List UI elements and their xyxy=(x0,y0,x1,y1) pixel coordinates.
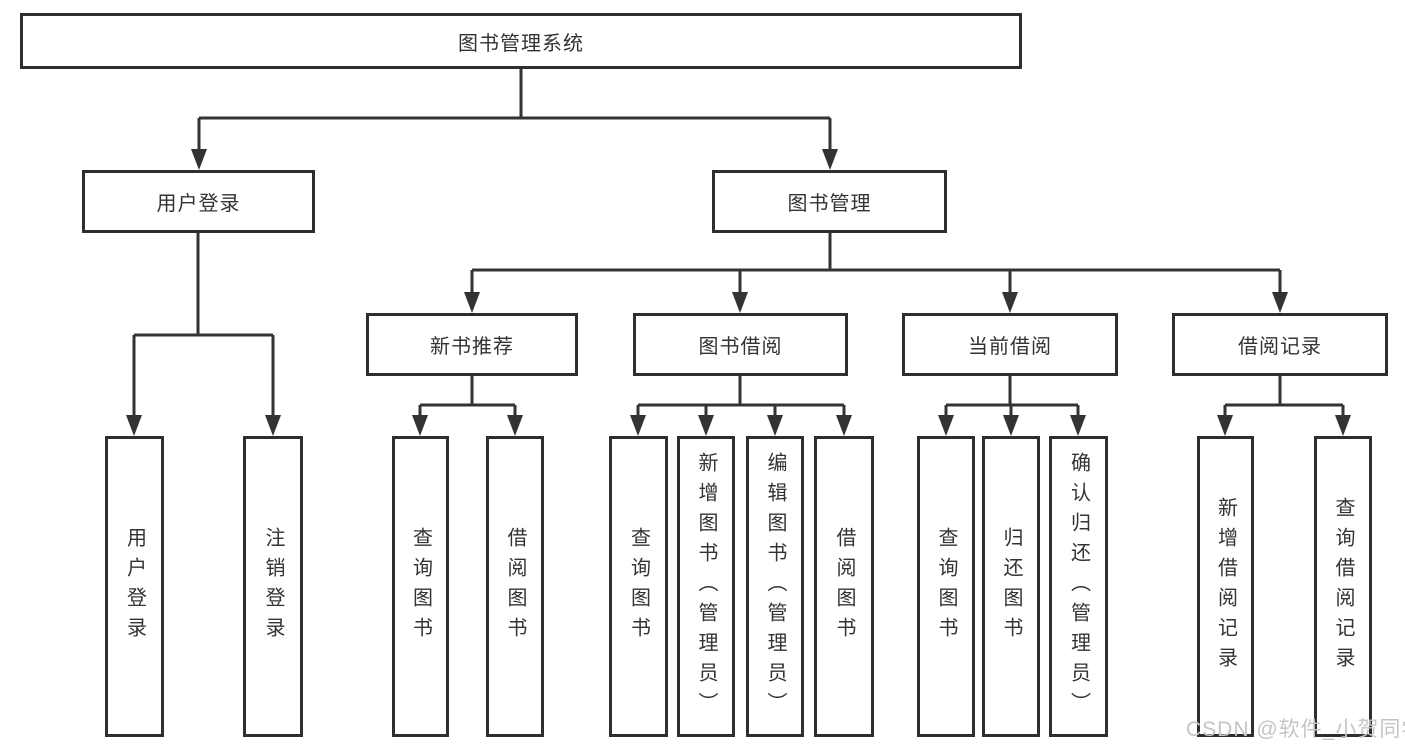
node-user-login: 用户登录 xyxy=(82,170,315,233)
leaf-query-borrow-record-label: 查询借阅记录 xyxy=(1332,496,1354,677)
arrowhead xyxy=(507,415,523,436)
leaf-borrow-books-label: 借阅图书 xyxy=(833,526,855,647)
arrowhead xyxy=(732,292,748,313)
leaf-user-login: 用户登录 xyxy=(105,436,164,737)
arrowhead xyxy=(191,149,207,170)
arrowhead xyxy=(767,415,783,436)
arrowhead xyxy=(698,415,714,436)
leaf-edit-books-admin: 编辑图书（管理员） xyxy=(746,436,804,737)
leaf-new-borrow-books: 借阅图书 xyxy=(486,436,544,737)
leaf-borrow-books: 借阅图书 xyxy=(814,436,874,737)
arrowhead xyxy=(412,415,428,436)
arrowhead xyxy=(630,415,646,436)
leaf-new-query-books: 查询图书 xyxy=(392,436,449,737)
leaf-add-books-admin-label: 新增图书（管理员） xyxy=(695,451,717,722)
arrowhead xyxy=(1335,415,1351,436)
leaf-add-borrow-record-label: 新增借阅记录 xyxy=(1214,496,1237,677)
node-library-system: 图书管理系统 xyxy=(20,13,1022,69)
leaf-user-login-label: 用户登录 xyxy=(123,526,146,647)
arrowhead xyxy=(836,415,852,436)
leaf-new-query-books-label: 查询图书 xyxy=(409,526,432,647)
leaf-add-borrow-record: 新增借阅记录 xyxy=(1197,436,1254,737)
arrowhead xyxy=(1002,292,1018,313)
arrowhead xyxy=(126,415,142,436)
node-new-book-recommend: 新书推荐 xyxy=(366,313,578,376)
arrowhead xyxy=(1070,415,1086,436)
node-user-login-label: 用户登录 xyxy=(156,193,241,215)
node-new-book-recommend-label: 新书推荐 xyxy=(430,336,514,358)
leaf-current-query-books: 查询图书 xyxy=(917,436,975,737)
node-library-system-label: 图书管理系统 xyxy=(458,32,584,55)
leaf-return-books: 归还图书 xyxy=(982,436,1040,737)
node-book-management-label: 图书管理 xyxy=(787,193,872,215)
leaf-logout: 注销登录 xyxy=(243,436,303,737)
leaf-add-books-admin: 新增图书（管理员） xyxy=(677,436,735,737)
arrowhead xyxy=(822,149,838,170)
node-current-borrow: 当前借阅 xyxy=(902,313,1118,376)
arrowhead xyxy=(1003,415,1019,436)
node-book-borrow-label: 图书借阅 xyxy=(698,336,783,358)
node-current-borrow-label: 当前借阅 xyxy=(968,336,1052,358)
arrowhead xyxy=(464,292,480,313)
node-book-borrow: 图书借阅 xyxy=(633,313,848,376)
node-borrow-records: 借阅记录 xyxy=(1172,313,1388,376)
leaf-confirm-return-admin: 确认归还（管理员） xyxy=(1049,436,1108,737)
arrowhead xyxy=(1217,415,1233,436)
leaf-new-borrow-books-label: 借阅图书 xyxy=(504,526,526,647)
leaf-return-books-label: 归还图书 xyxy=(1000,526,1022,647)
leaf-current-query-books-label: 查询图书 xyxy=(935,526,957,647)
leaf-borrow-query-books: 查询图书 xyxy=(609,436,668,737)
leaf-confirm-return-admin-label: 确认归还（管理员） xyxy=(1067,451,1090,722)
leaf-query-borrow-record: 查询借阅记录 xyxy=(1314,436,1372,737)
node-borrow-records-label: 借阅记录 xyxy=(1238,336,1322,358)
arrowhead xyxy=(938,415,954,436)
node-book-management: 图书管理 xyxy=(712,170,947,233)
leaf-edit-books-admin-label: 编辑图书（管理员） xyxy=(764,451,786,722)
csdn-watermark: CSDN @软件_小贺同学 xyxy=(1186,718,1405,741)
arrowhead xyxy=(1272,292,1288,313)
leaf-logout-label: 注销登录 xyxy=(262,526,284,647)
arrowhead xyxy=(265,415,281,436)
leaf-borrow-query-books-label: 查询图书 xyxy=(627,526,650,647)
